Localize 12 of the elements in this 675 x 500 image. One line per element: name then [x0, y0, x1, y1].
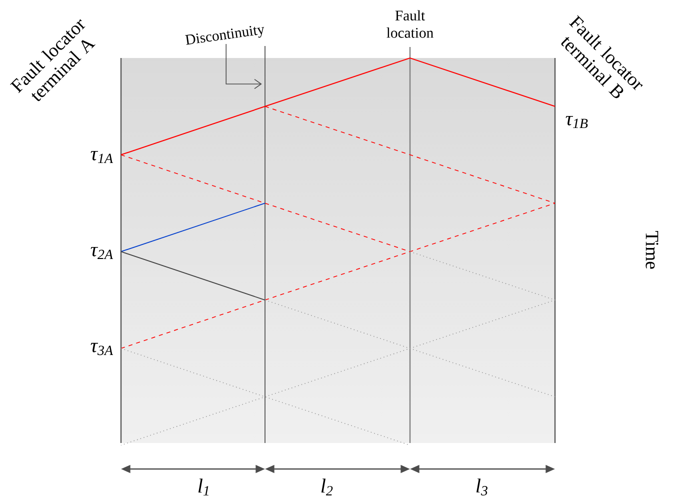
length-label: l$_{3}$ — [476, 478, 488, 496]
tau-label: τ$_{3A}$ — [90, 342, 114, 356]
tau-label: τ$_{2A}$ — [90, 246, 114, 260]
discontinuity-line — [264, 46, 266, 444]
fault-location-label: Fault location — [386, 10, 434, 38]
callout-text: Discontinuity — [185, 26, 264, 45]
axis-label: Time — [646, 230, 658, 269]
length-label: l$_{1}$ — [198, 478, 208, 496]
tau-label: τ$_{1A}$ — [90, 150, 114, 164]
tau-label: τ$_{1B}$ — [566, 116, 588, 128]
length-label: l$_{2}$ — [321, 478, 333, 496]
leader-line — [226, 44, 262, 90]
